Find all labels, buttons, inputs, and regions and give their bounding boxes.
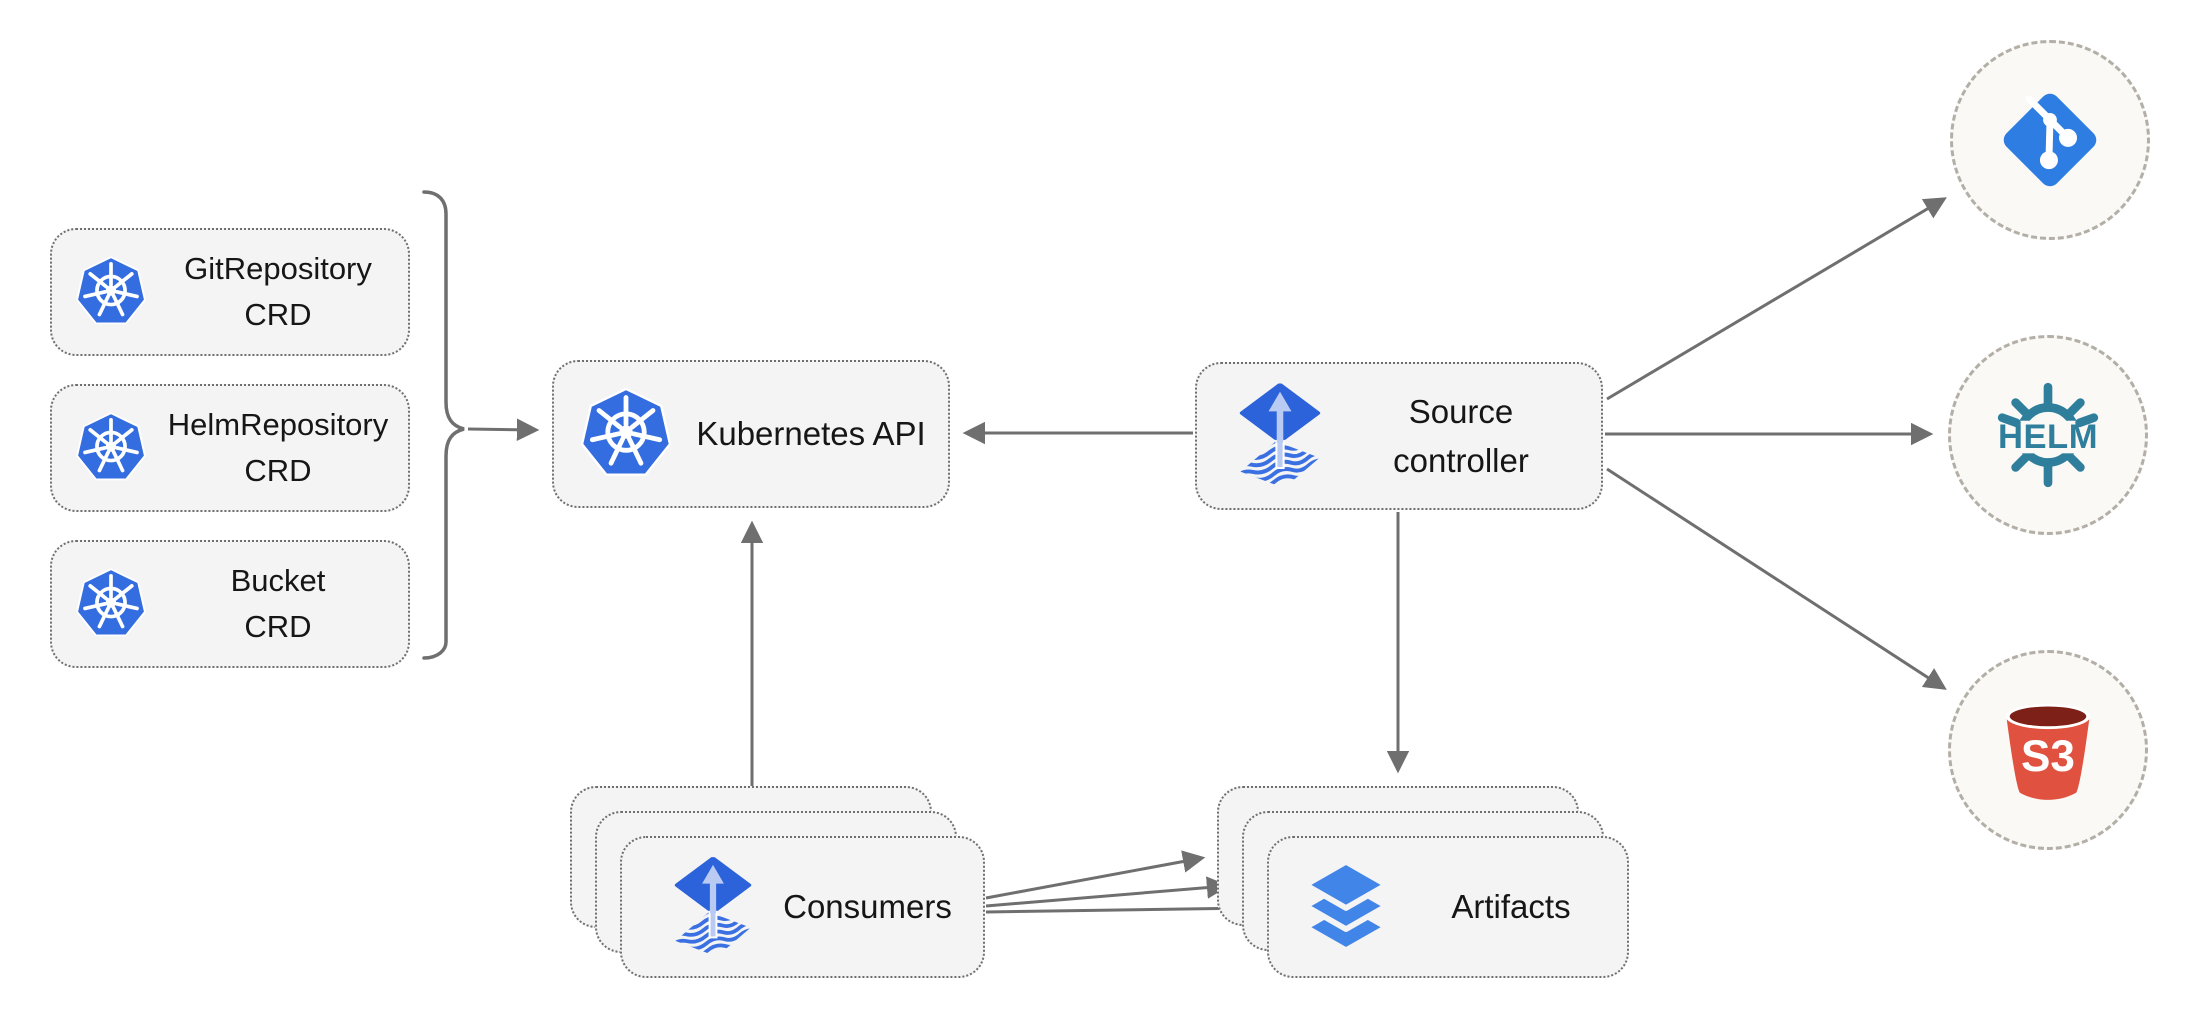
label-line: controller bbox=[1393, 442, 1529, 479]
external-s3-circle: S3 bbox=[1948, 650, 2148, 850]
label-line: Bucket bbox=[230, 562, 326, 598]
node-consumers: Consumers bbox=[620, 836, 985, 978]
kubernetes-icon bbox=[74, 567, 148, 641]
helmrepository-crd-label: HelmRepository CRD bbox=[148, 402, 408, 495]
kubernetes-icon bbox=[578, 386, 674, 482]
source-controller-label: Source controller bbox=[1321, 387, 1601, 486]
flux-source-icon bbox=[1239, 380, 1321, 492]
s3-icon-text: S3 bbox=[2021, 732, 2075, 781]
consumers-label: Consumers bbox=[783, 888, 952, 926]
label-line: CRD bbox=[244, 297, 312, 332]
gitrepository-crd-label: GitRepository CRD bbox=[148, 246, 408, 339]
label-line: Source bbox=[1408, 392, 1514, 430]
flux-source-icon bbox=[674, 853, 752, 961]
node-helmrepository-crd: HelmRepository CRD bbox=[50, 384, 410, 512]
s3-bucket-icon: S3 bbox=[2005, 703, 2091, 800]
external-git-circle bbox=[1950, 40, 2150, 240]
node-bucket-crd: Bucket CRD bbox=[50, 540, 410, 668]
helm-icon-text: HELM bbox=[1998, 418, 2098, 456]
node-kubernetes-api: Kubernetes API bbox=[552, 360, 950, 508]
layers-icon bbox=[1302, 858, 1390, 954]
node-source-controller: Source controller bbox=[1195, 362, 1603, 510]
label-line: CRD bbox=[244, 609, 312, 644]
edge-source-to-s3 bbox=[1606, 467, 1947, 690]
artifacts-label: Artifacts bbox=[1451, 888, 1571, 926]
bucket-crd-label: Bucket CRD bbox=[148, 558, 408, 651]
crd-group-brace bbox=[422, 190, 465, 660]
edge-consumers-to-artifacts-3 bbox=[985, 897, 1256, 920]
edge-consumers-to-artifacts-1 bbox=[985, 850, 1206, 900]
edge-crds-to-kubernetes-api bbox=[467, 418, 540, 441]
edge-consumers-to-artifacts-2 bbox=[985, 876, 1230, 908]
helm-wheel-icon: HELM bbox=[1992, 382, 2104, 488]
node-artifacts: Artifacts bbox=[1267, 836, 1629, 978]
external-helm-circle: HELM bbox=[1948, 335, 2148, 535]
label-line: CRD bbox=[244, 453, 312, 488]
kubernetes-icon bbox=[74, 411, 148, 485]
label-line: HelmRepository bbox=[167, 406, 389, 442]
edge-source-to-git bbox=[1606, 197, 1947, 401]
kubernetes-api-label: Kubernetes API bbox=[696, 415, 926, 453]
label-line: GitRepository bbox=[184, 250, 372, 286]
node-gitrepository-crd: GitRepository CRD bbox=[50, 228, 410, 356]
git-branch-icon bbox=[2003, 93, 2097, 187]
kubernetes-icon bbox=[74, 255, 148, 329]
